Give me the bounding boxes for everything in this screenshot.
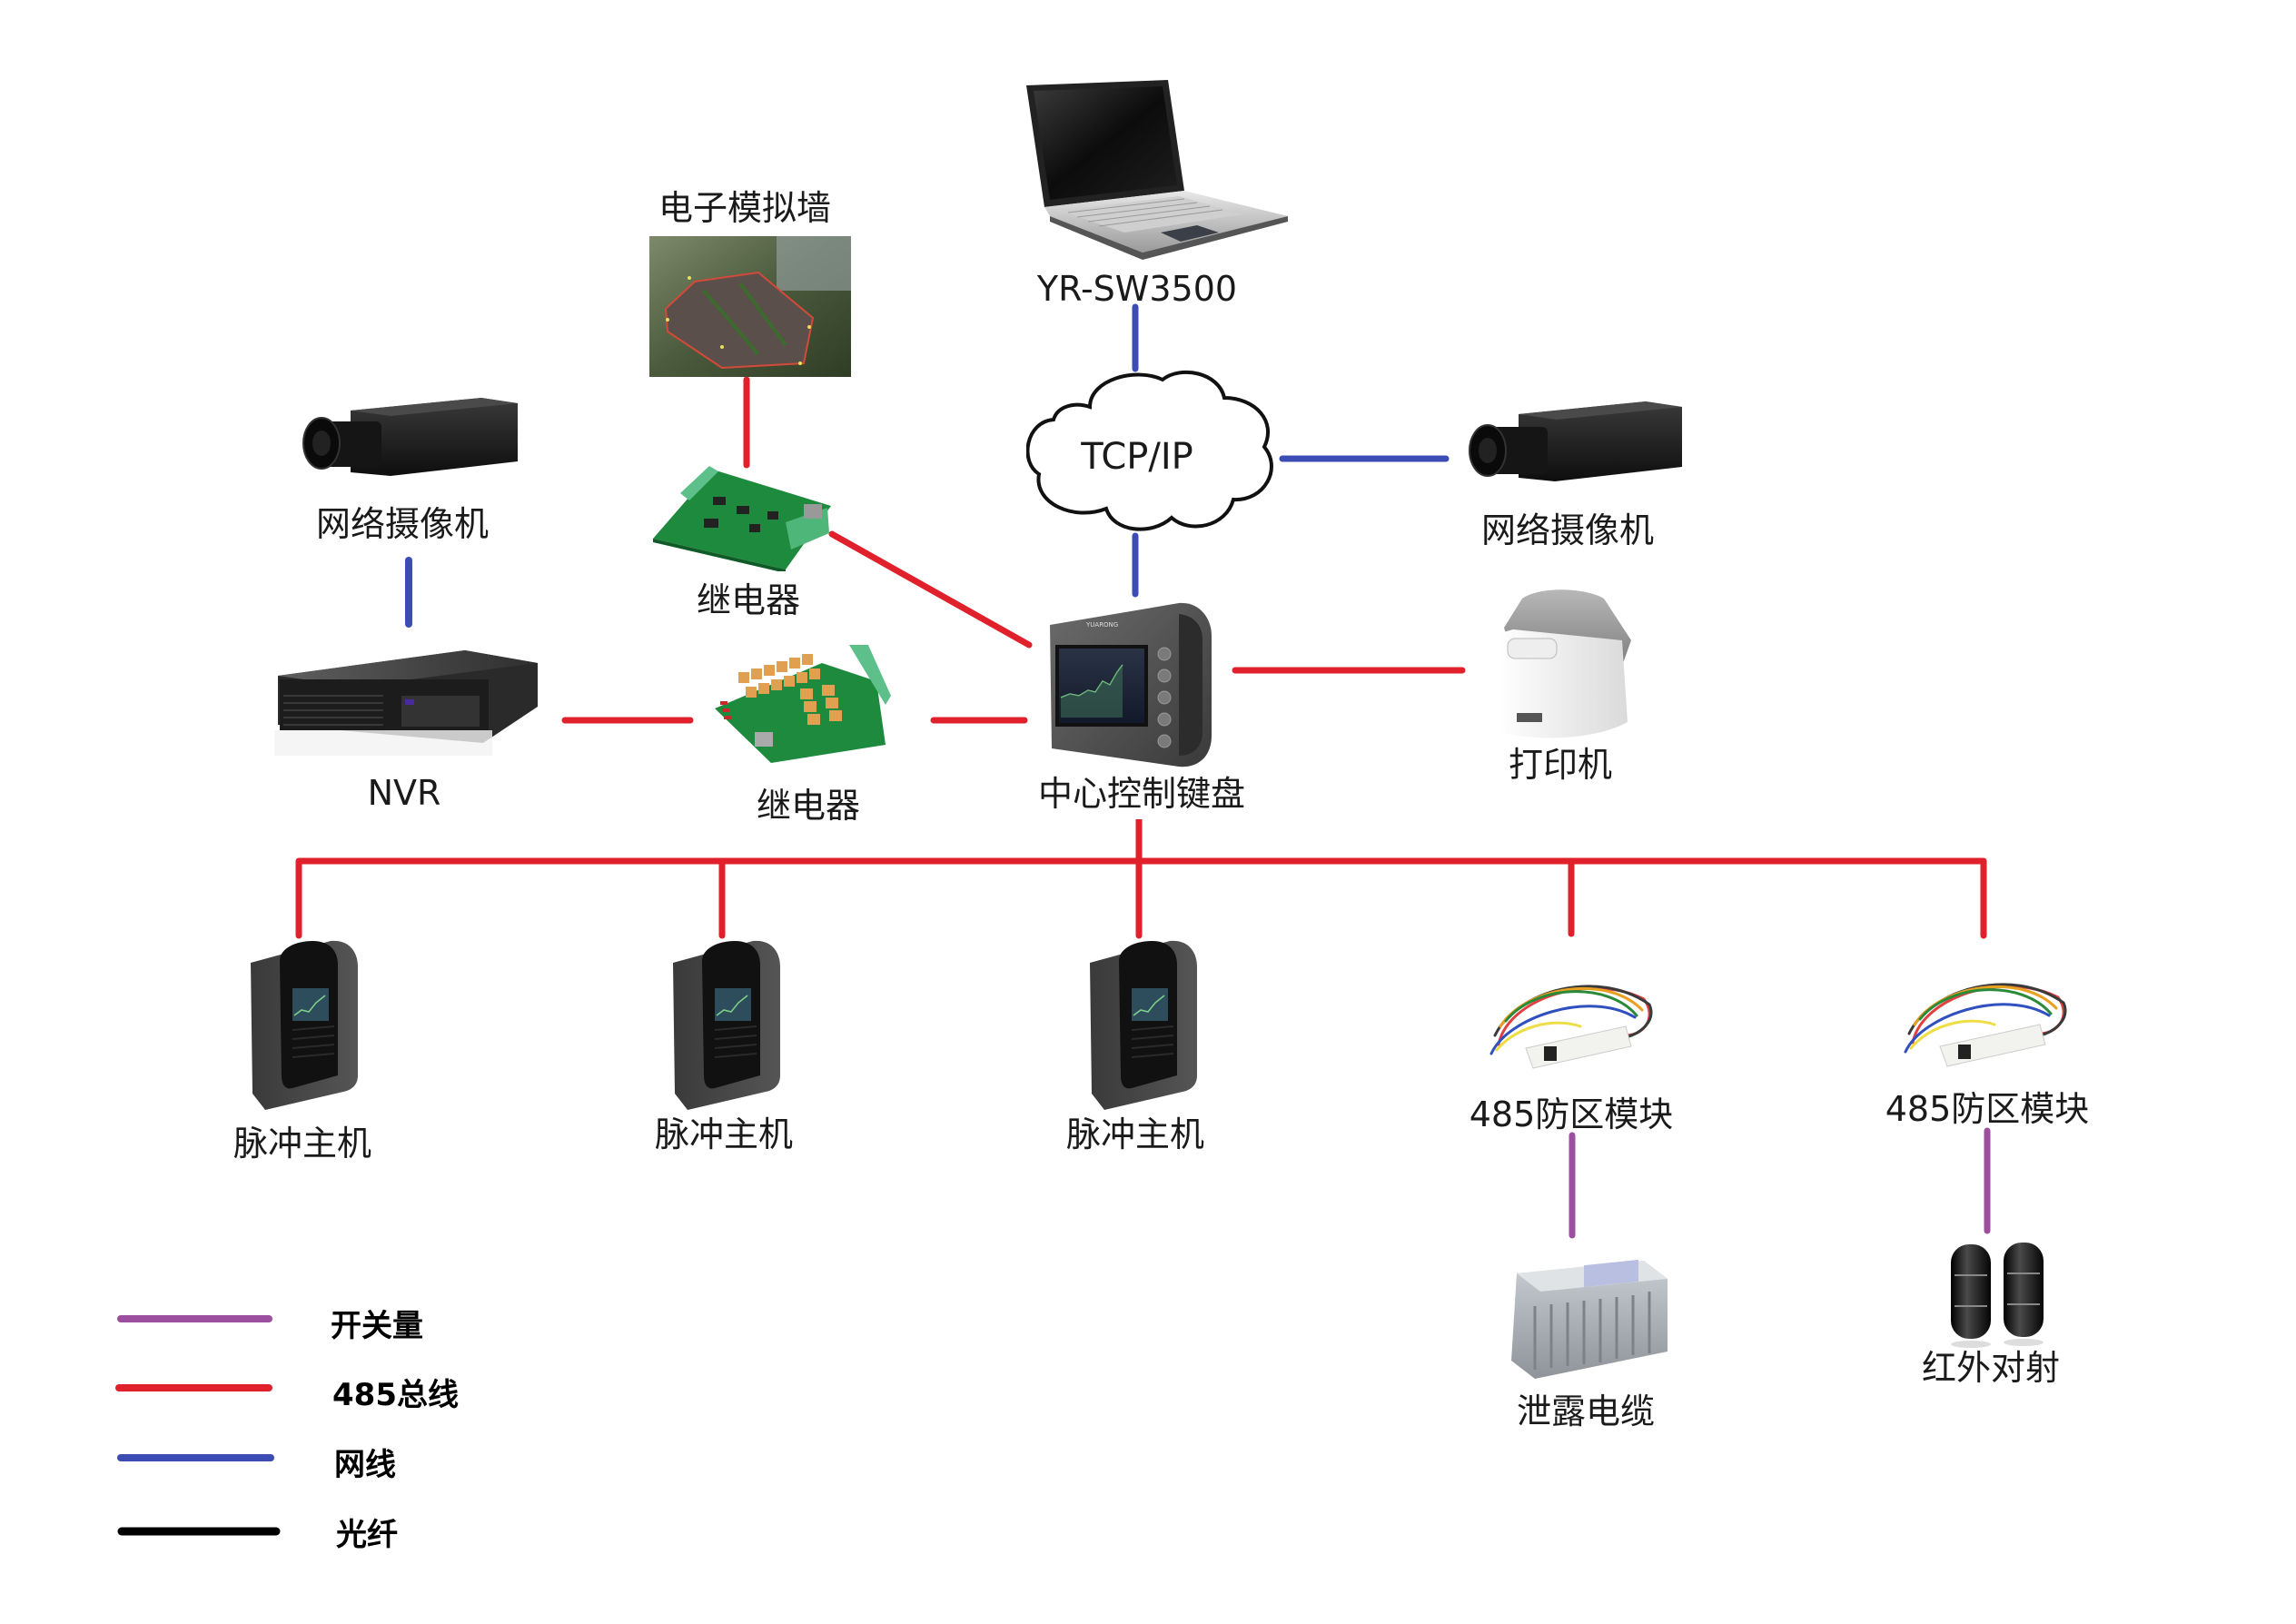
legend-label-rs485: 485总线: [332, 1377, 459, 1413]
relay-bottom-icon[interactable]: [713, 645, 895, 763]
pulse-host-2-label: 脉冲主机: [654, 1114, 794, 1154]
laptop-icon[interactable]: [1024, 80, 1292, 266]
cloud-icon: [1026, 370, 1273, 531]
legend-label-network: 网线: [334, 1447, 396, 1483]
pulse-host-3[interactable]: [1083, 939, 1201, 1112]
pulse-host-icon: [251, 940, 358, 1110]
pulse-host-icon: [673, 940, 780, 1110]
camera-right-icon[interactable]: [1464, 394, 1687, 494]
zone-module-2-label: 485防区模块: [1885, 1089, 2090, 1129]
legend-label-fiber: 光纤: [336, 1517, 398, 1553]
zone-module-1-label: 485防区模块: [1469, 1094, 1674, 1134]
leaky-cable-label: 泄露电缆: [1516, 1391, 1656, 1431]
control-keyboard-icon[interactable]: YUARONG: [1043, 599, 1212, 772]
nvr-label: NVR: [367, 773, 441, 813]
legend-label-switch: 开关量: [331, 1308, 423, 1344]
cloud-label: TCP/IP: [1081, 436, 1193, 478]
camera-right-label: 网络摄像机: [1480, 510, 1655, 550]
laptop-label: YR-SW3500: [1036, 269, 1238, 309]
wire-relay-top-keyboard: [828, 530, 1033, 649]
zone-module-2[interactable]: [1895, 961, 2076, 1070]
pulse-host-1-label: 脉冲主机: [233, 1124, 372, 1164]
pulse-host-icon: [1090, 940, 1197, 1110]
zone-module-1[interactable]: [1480, 963, 1662, 1072]
nvr-icon[interactable]: [274, 643, 538, 756]
ir-beam-label: 红外对射: [1921, 1348, 2061, 1388]
leaky-cable-icon[interactable]: [1508, 1252, 1671, 1388]
zone-module-icon: [1904, 983, 2067, 1067]
keyboard-brand: YUARONG: [1085, 621, 1118, 629]
zone-module-icon: [1489, 985, 1653, 1069]
pulse-host-1[interactable]: [243, 939, 361, 1112]
relay-bottom-label: 继电器: [756, 786, 861, 826]
printer-icon[interactable]: [1486, 586, 1642, 742]
keyboard-label: 中心控制键盘: [1037, 774, 1246, 814]
camera-left-icon[interactable]: [300, 392, 522, 483]
ir-beam-icon[interactable]: [1947, 1239, 2047, 1350]
map-wall-icon[interactable]: [649, 236, 851, 377]
pulse-host-2[interactable]: [666, 939, 784, 1112]
camera-left-label: 网络摄像机: [315, 504, 490, 544]
wall-label: 电子模拟墙: [658, 188, 832, 228]
pulse-host-3-label: 脉冲主机: [1065, 1114, 1205, 1154]
relay-top-label: 继电器: [696, 580, 801, 620]
relay-top-icon[interactable]: [649, 460, 833, 571]
printer-label: 打印机: [1508, 745, 1613, 785]
